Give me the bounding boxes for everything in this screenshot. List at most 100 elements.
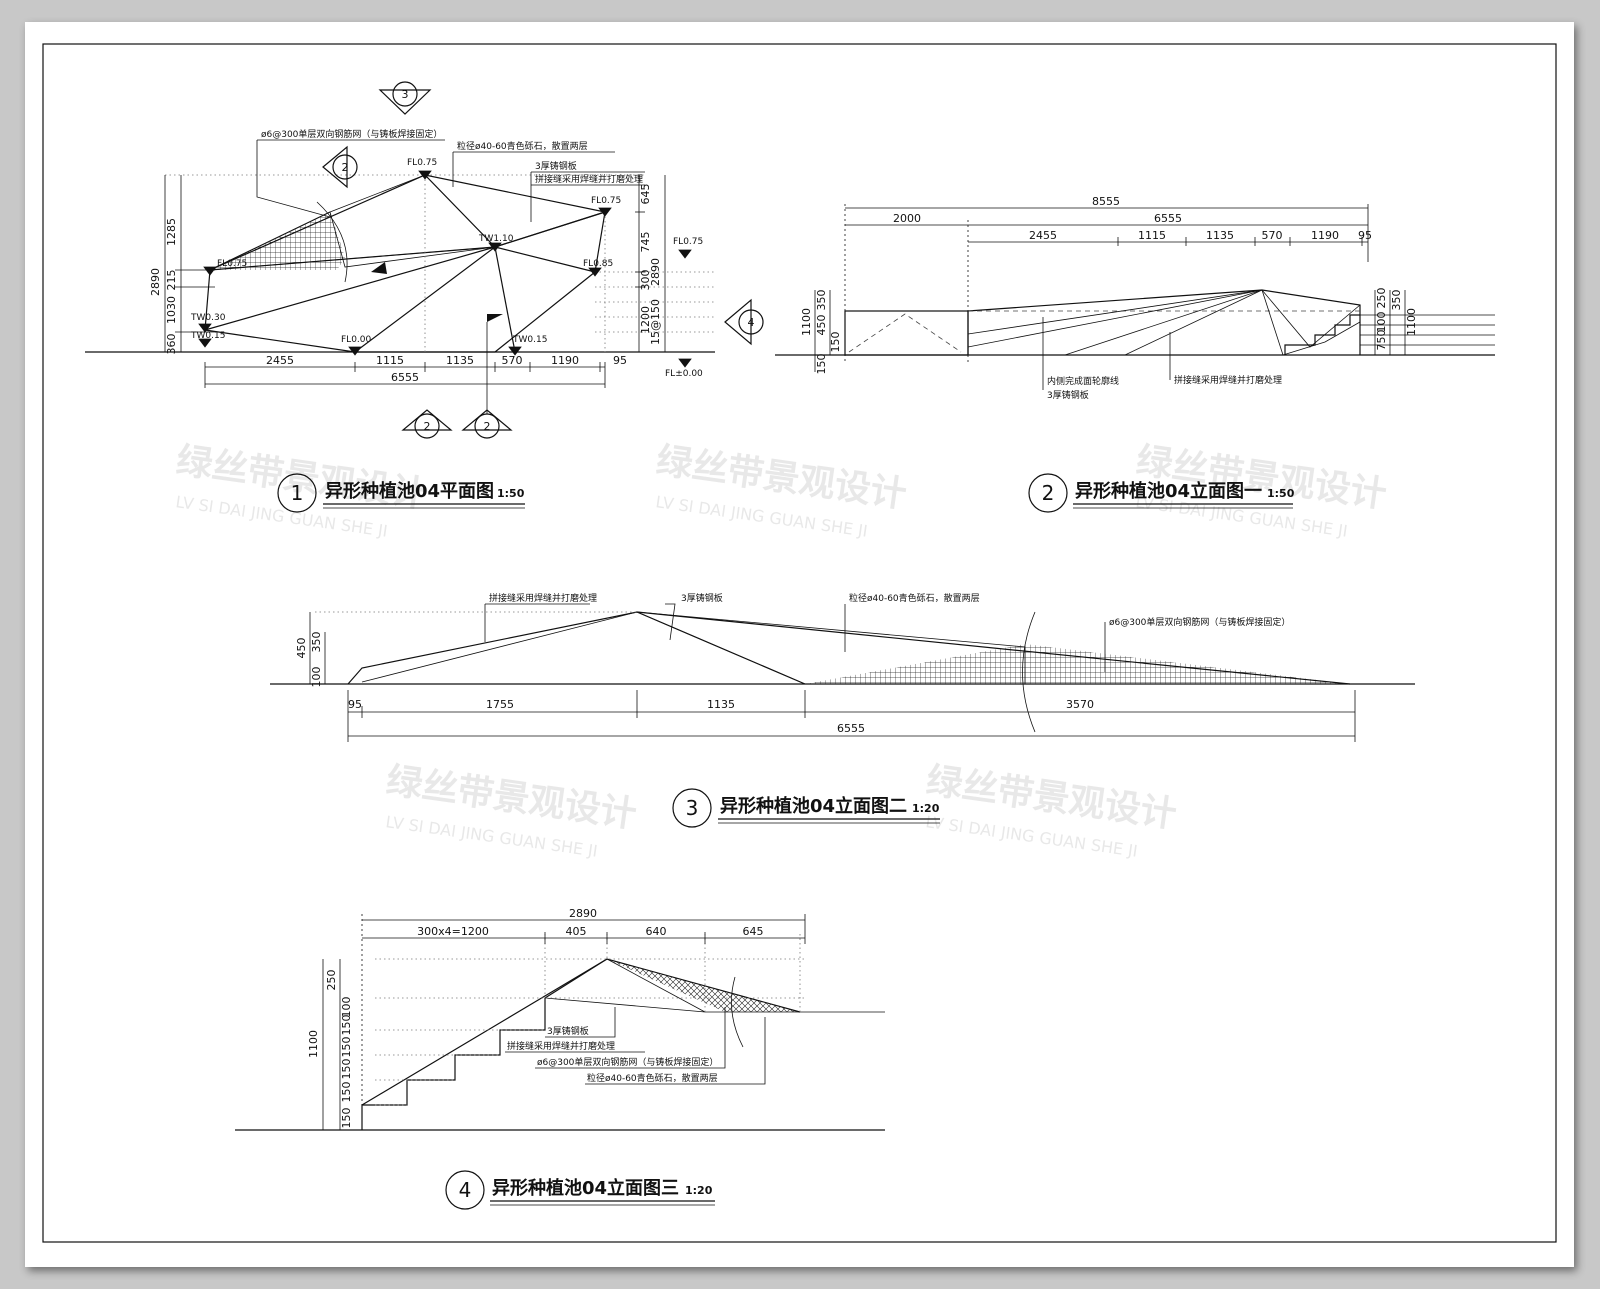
- drawing-sheet: 绿丝带景观设计 LV SI DAI JING GUAN SHE JI 绿丝带景观…: [25, 22, 1574, 1267]
- dim-right: 1200: [639, 306, 652, 334]
- dim-left-total: 1100: [307, 1030, 320, 1058]
- dim-total: 6555: [837, 722, 865, 735]
- dim-left: 250: [325, 970, 338, 991]
- dim-top: 640: [646, 925, 667, 938]
- dim-bottom: 570: [502, 354, 523, 367]
- title-2: 2 异形种植池04立面图一 1:50: [1028, 473, 1295, 513]
- svg-text:4: 4: [748, 316, 755, 329]
- dim-left: 150: [340, 1037, 353, 1058]
- note-gravel: 粒径ø40-60青色砾石，散置两层: [587, 1072, 718, 1084]
- level-label: FL0.75: [591, 196, 621, 206]
- dim-left: 360: [165, 334, 178, 355]
- section-marker-4: 4: [724, 298, 764, 346]
- dim-top2: 1190: [1311, 229, 1339, 242]
- dim-top2: 95: [1358, 229, 1372, 242]
- dim-left: 215: [165, 270, 178, 291]
- dim-bottom: 1135: [707, 698, 735, 711]
- note-rebar: ø6@300单层双向钢筋网（与铸板焊接固定）: [261, 128, 442, 140]
- svg-text:3: 3: [402, 88, 409, 101]
- dim-right2: 350: [1390, 290, 1403, 311]
- dim-top: 6555: [1154, 212, 1182, 225]
- dim-top2: 1115: [1138, 229, 1166, 242]
- dim-top2: 1135: [1206, 229, 1234, 242]
- note-steel: 3厚铸钢板: [547, 1025, 589, 1037]
- svg-text:1:50: 1:50: [497, 487, 525, 500]
- elevation-2-view: 450 350 100 95 1755 1135 3570 6555 拼接缝采用…: [270, 592, 1415, 742]
- rebar-mesh-hatch: [805, 644, 1350, 684]
- dim-bottom: 1755: [486, 698, 514, 711]
- dim-left: 1285: [165, 218, 178, 246]
- dim-top2: 2455: [1029, 229, 1057, 242]
- svg-text:2: 2: [484, 420, 491, 433]
- svg-text:异形种植池04立面图三: 异形种植池04立面图三: [492, 1177, 679, 1199]
- elevation-1-view: 8555 2000 6555 2455 1115 1135 570 1190 9…: [775, 195, 1495, 401]
- dim-left-total: 2890: [149, 268, 162, 296]
- dim-right: 645: [639, 184, 652, 205]
- dim-left: 100: [310, 667, 323, 688]
- dim-right: 250: [1375, 288, 1388, 309]
- level-label: FL±0.00: [665, 369, 703, 379]
- dim-bottom: 3570: [1066, 698, 1094, 711]
- plan-view: FL0.75 FL0.75 FL0.75 TW1.10 FL0.85 TW0.3…: [85, 81, 764, 439]
- dim-left: 150: [340, 1108, 353, 1129]
- level-label: FL0.75: [217, 259, 247, 269]
- dim-total: 2890: [569, 907, 597, 920]
- dim-left: 450: [815, 315, 828, 336]
- dim-bottom: 1115: [376, 354, 404, 367]
- note-seam: 拼接缝采用焊缝并打磨处理: [507, 1040, 615, 1052]
- svg-text:2: 2: [342, 161, 349, 174]
- svg-text:1: 1: [291, 481, 304, 505]
- dim-left: 150: [340, 1015, 353, 1036]
- title-1: 1 异形种植池04平面图 1:50: [277, 473, 525, 513]
- dim-right-inner: 15@150: [649, 299, 662, 345]
- inner-frame: [42, 43, 1557, 1243]
- note-steel: 3厚铸钢板: [1047, 389, 1089, 401]
- dim-left-inner: 150: [829, 332, 842, 353]
- title-3: 3 异形种植池04立面图二 1:20: [672, 788, 940, 828]
- dim-right: 300: [639, 270, 652, 291]
- svg-text:异形种植池04平面图: 异形种植池04平面图: [325, 480, 494, 502]
- title-4: 4 异形种植池04立面图三 1:20: [445, 1170, 715, 1210]
- dim-top: 300x4=1200: [417, 925, 489, 938]
- level-label: FL0.75: [407, 158, 437, 168]
- note-rebar: ø6@300单层双向钢筋网（与铸板焊接固定）: [1109, 616, 1290, 628]
- note-seam: 拼接缝采用焊缝并打磨处理: [1174, 374, 1282, 386]
- note-gravel: 粒径ø40-60青色砾石，散置两层: [457, 140, 588, 152]
- dim-left: 350: [310, 632, 323, 653]
- dim-bottom: 95: [613, 354, 627, 367]
- dim-right-inner: 2890: [649, 258, 662, 286]
- section-marker-2b: 2 2: [401, 314, 513, 439]
- dim-right2: 1100: [1405, 308, 1418, 336]
- dim-right: 745: [639, 232, 652, 253]
- dim-right: 100: [1375, 312, 1388, 333]
- level-label: FL0.00: [341, 335, 372, 345]
- svg-text:异形种植池04立面图一: 异形种植池04立面图一: [1075, 480, 1262, 502]
- svg-text:3: 3: [686, 796, 699, 820]
- svg-text:4: 4: [459, 1178, 472, 1202]
- dim-left: 450: [295, 638, 308, 659]
- dim-top: 645: [743, 925, 764, 938]
- section-marker-2: 2: [322, 145, 358, 189]
- svg-text:2: 2: [424, 420, 431, 433]
- dim-top2: 570: [1262, 229, 1283, 242]
- note-steel: 3厚铸钢板: [535, 160, 577, 172]
- dim-total: 6555: [391, 371, 419, 384]
- svg-text:2: 2: [1042, 481, 1055, 505]
- dim-bottom: 1190: [551, 354, 579, 367]
- dim-left: 150: [815, 354, 828, 375]
- section-marker-3: 3: [378, 81, 432, 115]
- dim-left: 350: [815, 290, 828, 311]
- dim-bottom: 1135: [446, 354, 474, 367]
- note-inner-line: 内侧完成面轮廓线: [1047, 375, 1119, 387]
- note-steel: 3厚铸钢板: [681, 592, 723, 604]
- level-label: TW0.15: [512, 335, 547, 345]
- note-seam: 拼接缝采用焊缝并打磨处理: [535, 173, 643, 185]
- svg-text:1:50: 1:50: [1267, 487, 1295, 500]
- dim-left: 150: [340, 1059, 353, 1080]
- svg-text:异形种植池04立面图二: 异形种植池04立面图二: [720, 795, 907, 817]
- dim-total: 8555: [1092, 195, 1120, 208]
- dim-right: 750: [1375, 330, 1388, 351]
- dim-bottom: 2455: [266, 354, 294, 367]
- dim-bottom: 95: [348, 698, 362, 711]
- dim-left-total: 1100: [800, 308, 813, 336]
